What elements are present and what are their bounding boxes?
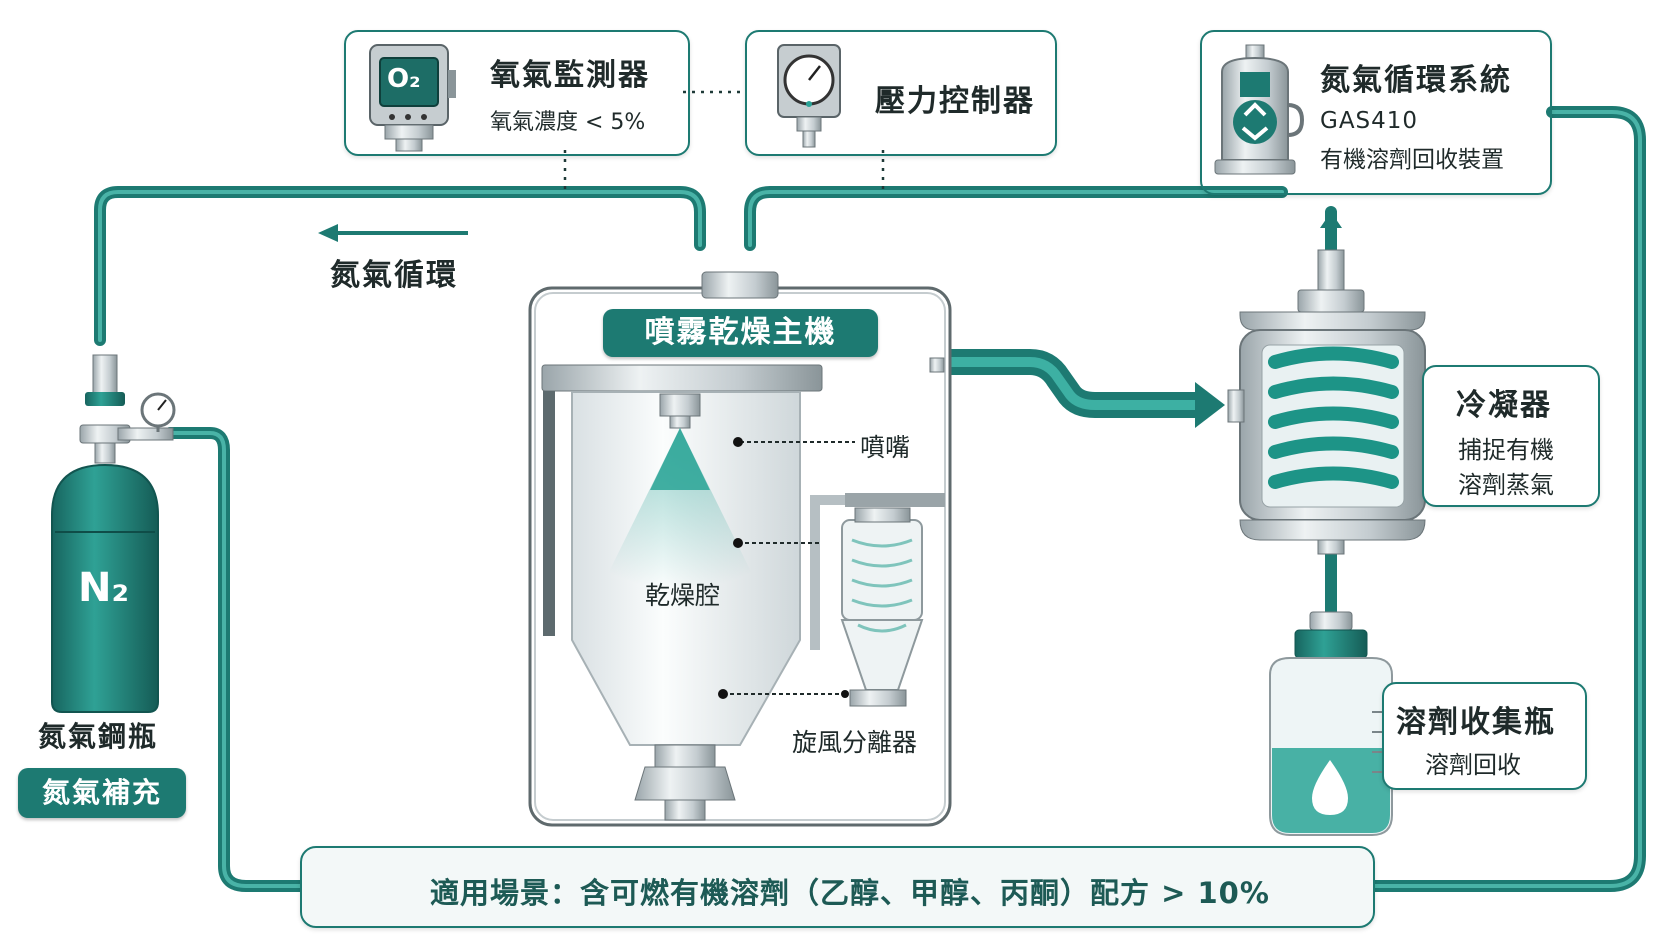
pressure-controller-card <box>745 30 1057 156</box>
pipes <box>94 106 1646 892</box>
vapor-up-arrow <box>1320 212 1342 228</box>
pressure-controller-title: 壓力控制器 <box>875 84 1035 119</box>
refill-button[interactable]: 氮氣補充 <box>18 768 186 818</box>
label-dots <box>718 437 849 699</box>
cyclone-label: 旋風分離器 <box>792 728 918 757</box>
collector-desc: 溶劑回收 <box>1425 751 1521 779</box>
recycle-system-desc: 有機溶劑回收裝置 <box>1320 147 1504 173</box>
condenser-line1: 捕捉有機 <box>1458 436 1554 464</box>
condenser-line2: 溶劑蒸氣 <box>1458 471 1554 499</box>
o2-monitor-card <box>344 30 690 156</box>
o2-monitor-subtitle: 氧氣濃度 < 5% <box>490 110 646 135</box>
label-pointers <box>723 441 855 695</box>
flow-direction-label: 氮氣循環 <box>330 258 458 293</box>
recycle-icon <box>1214 44 1305 175</box>
cylinder-gas-label: N₂ <box>78 565 129 611</box>
collector-title: 溶劑收集瓶 <box>1396 705 1556 740</box>
condenser-title: 冷凝器 <box>1456 388 1552 423</box>
scenario-banner <box>300 846 1375 928</box>
nozzle-label: 噴嘴 <box>860 433 911 462</box>
spray-dryer <box>528 271 952 827</box>
chamber-label: 乾燥腔 <box>645 581 721 610</box>
o2-icon-text: O₂ <box>387 64 421 94</box>
o2-monitor-title: 氧氣監測器 <box>490 58 650 93</box>
condenser-card <box>1422 365 1600 507</box>
cylinder-label: 氮氣鋼瓶 <box>38 720 159 753</box>
nitrogen-cylinder <box>51 354 176 713</box>
main-unit-title: 噴霧乾燥主機 <box>603 309 878 357</box>
scenario-text: 適用場景：含可燃有機溶劑（乙醇、甲醇、丙酮）配方 > 10% <box>430 876 1270 910</box>
flow-arrow <box>318 224 468 242</box>
recycle-system-title: 氮氣循環系統 <box>1320 63 1512 98</box>
cyclone-separator <box>810 493 945 707</box>
collector-card <box>1382 682 1587 790</box>
recycle-system-card <box>1200 30 1552 195</box>
recycle-system-model: GAS410 <box>1320 108 1419 134</box>
pressure-gauge-icon <box>777 44 841 148</box>
o2-sensor-icon <box>369 44 456 152</box>
dryer-outlet-pipe <box>945 349 1225 428</box>
condenser-unit <box>1227 249 1426 555</box>
sensor-links <box>563 90 885 192</box>
droplet-icon <box>1312 760 1348 815</box>
